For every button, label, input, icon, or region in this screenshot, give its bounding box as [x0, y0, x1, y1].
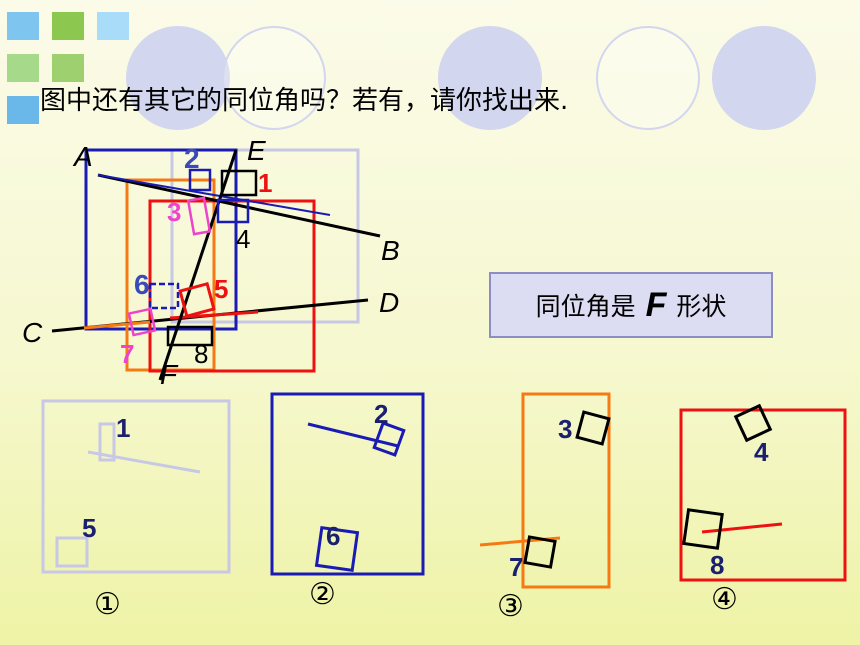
panel-1-marker-5	[55, 536, 89, 568]
panel-3-label-3: 3	[558, 414, 572, 444]
question-text: 图中还有其它的同位角吗？若有，请你找出来.	[40, 86, 569, 116]
panel-4-frame	[679, 408, 847, 582]
label-angle-1: 1	[258, 168, 272, 198]
line-ef	[158, 149, 238, 381]
label-point-e: E	[247, 135, 266, 166]
deco-tile-3	[97, 12, 129, 40]
panel-1-marker-1	[98, 422, 116, 462]
label-angle-3: 3	[167, 197, 181, 227]
conclusion-box: 同位角是 F 形状	[489, 272, 773, 338]
line-cd-orange	[83, 320, 151, 330]
panel-2-marker-2	[372, 421, 406, 457]
panel-1-line	[87, 450, 201, 474]
panel-4-marker-4	[733, 403, 773, 443]
angle-marker-5	[178, 281, 216, 319]
conclusion-suffix: 形状	[676, 292, 727, 321]
panel-3-number: ③	[497, 589, 524, 624]
deco-tile-1	[7, 12, 39, 40]
label-angle-5: 5	[214, 274, 228, 304]
deco-tile-2	[52, 12, 84, 40]
angle-marker-4	[216, 198, 250, 224]
label-point-d: D	[379, 287, 399, 318]
f-letter: F	[645, 285, 667, 324]
angle-marker-7	[127, 307, 157, 337]
panel-2-frame	[270, 392, 425, 576]
angle-marker-2	[188, 168, 212, 192]
deco-circle-4	[596, 26, 700, 130]
deco-circle-5	[712, 26, 816, 130]
panel-2-label-6: 6	[326, 521, 340, 551]
line-cd-red	[169, 310, 259, 320]
panel-2-line	[307, 422, 399, 448]
deco-circle-1	[126, 26, 230, 130]
label-point-a: A	[72, 141, 93, 172]
panel-1-number: ①	[94, 587, 121, 622]
label-point-f: F	[160, 359, 179, 390]
label-angle-4: 4	[236, 224, 250, 254]
angle-marker-3	[186, 196, 212, 236]
deco-tile-4	[7, 54, 39, 82]
line-ab	[97, 173, 381, 238]
angle-marker-6	[148, 282, 180, 310]
frame-lavender-main	[170, 148, 360, 324]
line-ab-highlight	[97, 174, 331, 216]
label-point-c: C	[22, 317, 43, 348]
panel-2-label-2: 2	[374, 399, 388, 429]
label-point-b: B	[381, 235, 400, 266]
panel-3-frame	[521, 392, 611, 589]
angle-marker-1	[220, 169, 258, 197]
deco-tile-6	[52, 54, 84, 82]
deco-tile-5	[7, 96, 39, 124]
deco-circle-3	[438, 26, 542, 130]
label-angle-6: 6	[134, 269, 150, 300]
label-angle-7: 7	[120, 339, 134, 369]
panel-3-label-7: 7	[509, 552, 523, 582]
panel-1-frame	[41, 399, 231, 574]
panel-3-marker-3	[575, 410, 611, 446]
angle-marker-8	[166, 325, 214, 347]
panel-3-marker-7	[523, 535, 557, 569]
label-angle-2: 2	[184, 143, 200, 174]
panel-1-label-5: 5	[82, 513, 96, 543]
panel-4-line	[701, 522, 783, 534]
panel-4-label-4: 4	[754, 437, 769, 467]
panel-1-label-1: 1	[116, 413, 130, 443]
panel-2-number: ②	[309, 577, 336, 612]
panel-4-label-8: 8	[710, 550, 724, 580]
frame-blue-main	[84, 148, 238, 331]
panel-2-marker-6	[314, 525, 360, 573]
panel-4-marker-8	[682, 508, 724, 550]
label-angle-8: 8	[194, 339, 208, 369]
conclusion-prefix: 同位角是	[535, 292, 636, 321]
panel-4-number: ④	[711, 582, 738, 617]
deco-circle-2	[222, 26, 326, 130]
